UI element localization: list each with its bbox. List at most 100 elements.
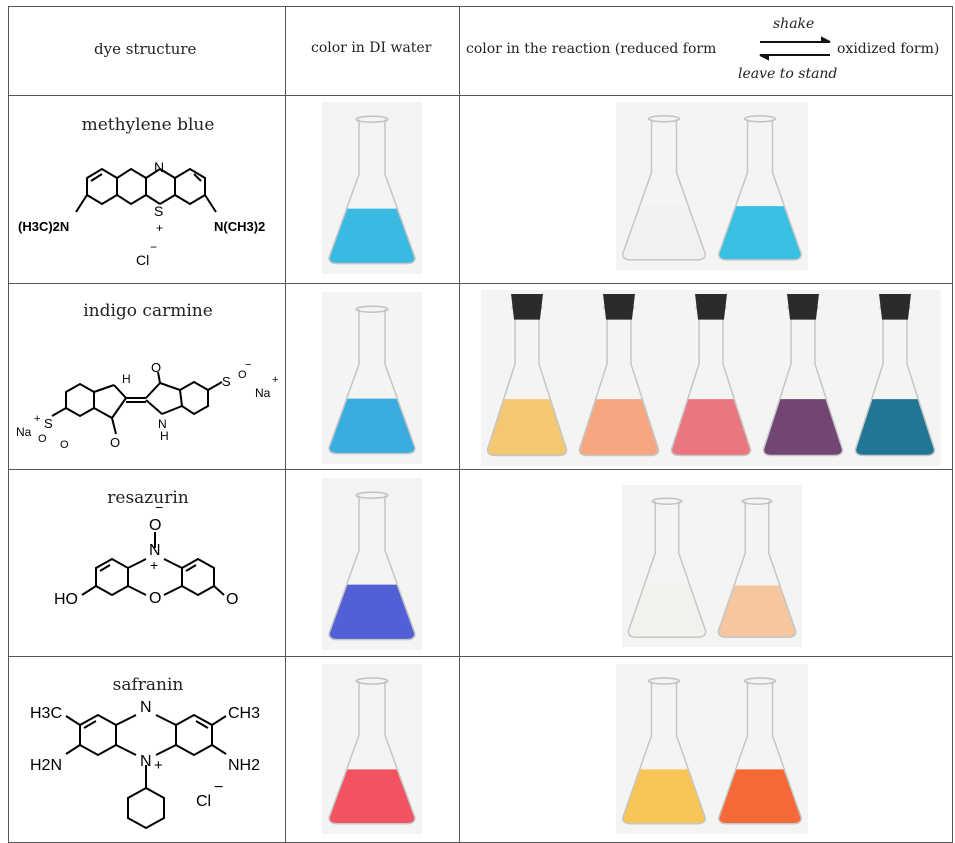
rz-label-ho: HO bbox=[54, 591, 78, 608]
ic-label-na-left: Na bbox=[16, 425, 32, 439]
flask-liquid bbox=[329, 208, 415, 264]
flask-glass bbox=[717, 501, 797, 639]
ic-label-o-top: O bbox=[151, 360, 161, 375]
flask-liquid bbox=[622, 206, 706, 260]
sf-label-cl-charge: − bbox=[214, 779, 223, 796]
flask-glass bbox=[717, 681, 803, 825]
flask-stopper bbox=[695, 294, 727, 320]
flask-liquid bbox=[329, 769, 415, 824]
mb-label-ring-mid: S bbox=[154, 203, 163, 219]
flask-liquid bbox=[329, 584, 415, 640]
rz-label-minus: − bbox=[155, 499, 163, 515]
flask-glass bbox=[854, 307, 936, 457]
ic-label-na-right: Na bbox=[255, 386, 271, 400]
flask-reaction-indigo-carmine-4 bbox=[849, 290, 941, 466]
flask-liquid bbox=[763, 399, 843, 456]
ic-label-o-left2: O bbox=[60, 439, 69, 451]
flask-reaction-methylene-blue-1 bbox=[712, 102, 808, 270]
resazurin-structure bbox=[81, 532, 225, 597]
flask-glass bbox=[762, 307, 844, 457]
flask-glass bbox=[328, 495, 416, 641]
flask-glass bbox=[621, 681, 707, 825]
flask-reaction-resazurin-0 bbox=[622, 485, 712, 647]
ic-label-o-bottom: O bbox=[110, 435, 120, 450]
rz-label-plus: + bbox=[150, 557, 158, 573]
flask-reaction-resazurin-1 bbox=[712, 485, 802, 647]
dye-name-safranin: safranin bbox=[112, 675, 184, 695]
header-color-in-water: color in DI water bbox=[311, 40, 432, 56]
mb-label-left: (H3C)2N bbox=[18, 219, 69, 234]
header-shake: shake bbox=[773, 16, 815, 32]
ic-label-h-top: H bbox=[122, 372, 131, 386]
flask-glass bbox=[328, 309, 416, 455]
flask-stopper bbox=[511, 294, 543, 320]
flask-water-methylene-blue bbox=[322, 102, 422, 274]
ic-label-plus-right: + bbox=[272, 374, 278, 386]
header-reaction-suffix: oxidized form) bbox=[837, 41, 940, 57]
flask-liquid bbox=[329, 398, 415, 454]
ic-label-plus-left: + bbox=[34, 413, 40, 425]
flask-glass bbox=[578, 307, 660, 457]
flask-liquid bbox=[718, 769, 802, 824]
indigo-carmine-structure bbox=[51, 371, 223, 435]
flask-glass bbox=[328, 119, 416, 265]
flask-liquid bbox=[671, 399, 751, 456]
flask-liquid bbox=[628, 585, 706, 638]
flask-liquid bbox=[855, 399, 935, 456]
flask-reaction-indigo-carmine-1 bbox=[573, 290, 665, 466]
mb-label-right: N(CH3)2 bbox=[214, 219, 265, 234]
header-reaction-prefix: color in the reaction (reduced form bbox=[466, 41, 717, 57]
header-dye-structure: dye structure bbox=[94, 40, 197, 58]
flask-glass bbox=[627, 501, 707, 639]
flask-reaction-methylene-blue-0 bbox=[616, 102, 712, 270]
flask-water-indigo-carmine bbox=[322, 292, 422, 464]
sf-label-nh2-left: H2N bbox=[30, 757, 62, 774]
rz-label-n: N bbox=[149, 542, 161, 559]
ic-label-n-bot: N bbox=[158, 417, 167, 431]
flask-liquid bbox=[487, 399, 567, 456]
flask-reaction-indigo-carmine-0 bbox=[481, 290, 573, 466]
equilibrium-arrows bbox=[759, 36, 831, 61]
sf-label-ch3-right: CH3 bbox=[228, 705, 260, 722]
sf-label-cl: Cl bbox=[196, 793, 211, 810]
mb-label-counter: Cl bbox=[136, 252, 149, 268]
flask-photos bbox=[322, 102, 941, 834]
flask-reaction-safranin-1 bbox=[712, 664, 808, 834]
sf-label-nh2-right: NH2 bbox=[228, 757, 260, 774]
ic-label-minus-right: − bbox=[245, 359, 251, 371]
mb-label-counter-charge: − bbox=[150, 240, 157, 254]
flask-water-resazurin bbox=[322, 478, 422, 650]
flask-stopper bbox=[787, 294, 819, 320]
rz-label-o-ring: O bbox=[149, 590, 161, 607]
ic-label-h-bot: H bbox=[160, 429, 169, 443]
dye-name-resazurin: resazurin bbox=[107, 488, 189, 508]
ic-label-s-left: S bbox=[44, 416, 53, 431]
sf-label-n-top: N bbox=[140, 699, 152, 716]
flask-stopper bbox=[879, 294, 911, 320]
rz-label-o-top: O bbox=[149, 517, 161, 534]
safranin-structure bbox=[65, 713, 227, 830]
header-leave-to-stand: leave to stand bbox=[738, 66, 838, 82]
flask-glass bbox=[328, 681, 416, 825]
sf-label-n-mid: N bbox=[140, 753, 152, 770]
flask-glass bbox=[717, 118, 803, 261]
dye-name-indigo-carmine: indigo carmine bbox=[83, 301, 213, 321]
flask-liquid bbox=[622, 769, 706, 824]
flask-glass bbox=[670, 307, 752, 457]
flask-reaction-indigo-carmine-3 bbox=[757, 290, 849, 466]
mb-label-charge: + bbox=[156, 221, 163, 235]
rz-label-o-right: O bbox=[226, 591, 238, 608]
mb-label-ring-top: N bbox=[154, 159, 164, 175]
flask-glass bbox=[486, 307, 568, 457]
sf-label-plus: + bbox=[154, 757, 163, 774]
flask-stopper bbox=[603, 294, 635, 320]
flask-water-safranin bbox=[322, 664, 422, 834]
ic-label-o-left: O bbox=[38, 433, 47, 445]
flask-reaction-indigo-carmine-2 bbox=[665, 290, 757, 466]
flask-reaction-safranin-0 bbox=[616, 664, 712, 834]
flask-liquid bbox=[718, 206, 802, 260]
ic-label-s-right: S bbox=[222, 374, 231, 389]
flask-liquid bbox=[579, 399, 659, 456]
flask-glass bbox=[621, 118, 707, 261]
